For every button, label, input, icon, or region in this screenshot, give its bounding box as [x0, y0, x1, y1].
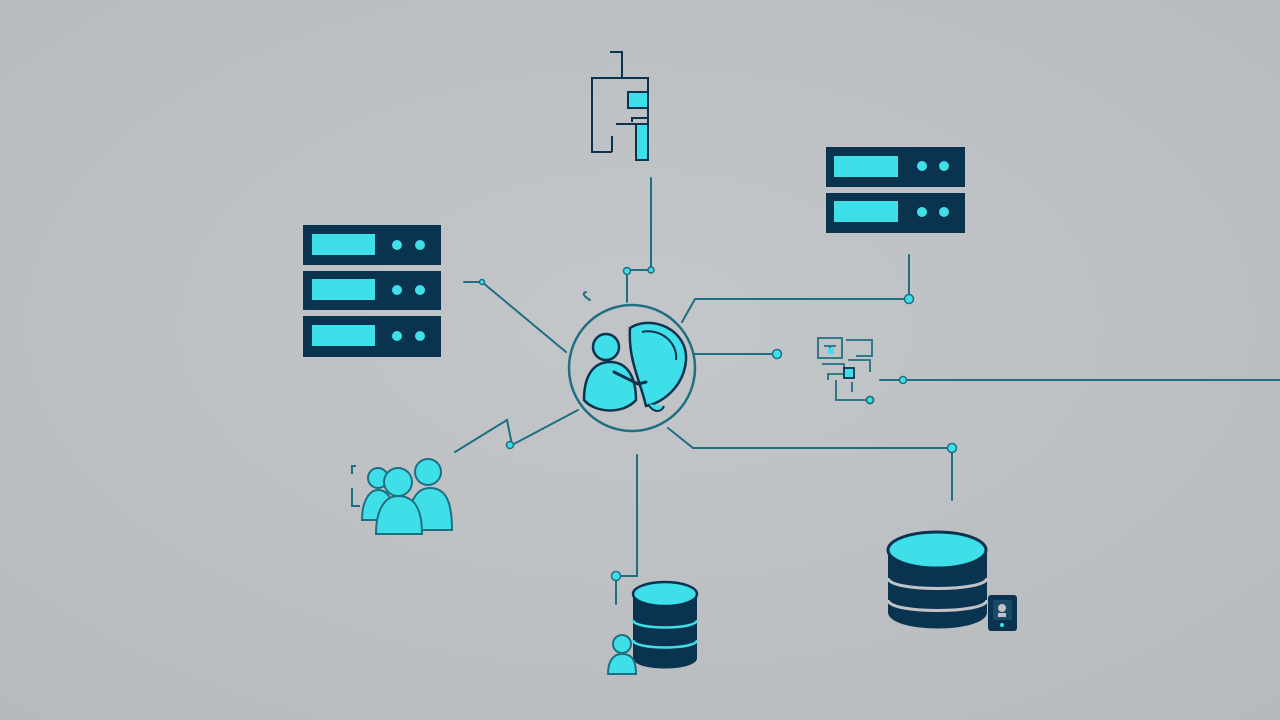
server-unit [826, 147, 965, 187]
connector-hook [582, 291, 591, 301]
phone-icon [988, 595, 1017, 631]
server-unit [303, 225, 441, 265]
connector-dots [478, 266, 958, 582]
server-rack-right [826, 147, 965, 233]
dot [622, 266, 632, 276]
connector-database-bottom [615, 454, 638, 605]
server-unit [303, 316, 441, 357]
document-icon [591, 51, 649, 161]
dot [647, 266, 655, 274]
connector-users [454, 409, 579, 453]
connector-server-right [681, 254, 910, 323]
dot [946, 442, 958, 454]
connector-document [626, 177, 652, 303]
dot [478, 278, 486, 286]
database-with-phone [886, 530, 1017, 631]
dot [610, 570, 622, 582]
server-unit [826, 193, 965, 233]
dot [898, 375, 908, 385]
user-icon [612, 634, 632, 654]
server-unit [303, 271, 441, 310]
dot [903, 293, 915, 305]
server-rack-left [303, 225, 441, 357]
circuit-icon [817, 337, 875, 405]
dot [505, 440, 515, 450]
connector-database-right [667, 427, 953, 501]
connectors [454, 177, 1280, 605]
hub-shield-icon [567, 303, 697, 433]
database-with-user [606, 580, 699, 675]
dot [771, 348, 783, 360]
users-group [351, 458, 454, 535]
